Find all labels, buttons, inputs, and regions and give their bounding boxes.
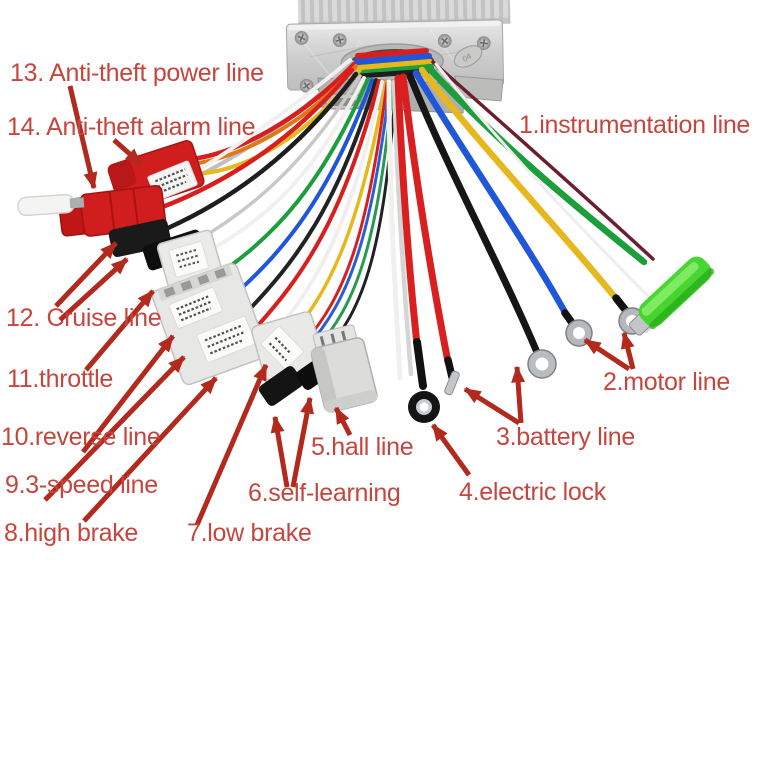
callout-7-low-brake: 7.low brake (187, 519, 312, 547)
callout-8-high-brake: 8.high brake (4, 519, 138, 547)
callout-14-anti-theft-alarm-line: 14. Anti-theft alarm line (7, 113, 256, 141)
callout-6-self-learning: 6.self-learning (248, 479, 401, 507)
callout-3-battery-line: 3.battery line (496, 423, 635, 451)
arrow-to-2a (583, 337, 631, 372)
callout-9-3-speed-line: 9.3-speed line (5, 471, 158, 499)
callout-10-reverse-line: 10.reverse line (1, 423, 161, 451)
arrow-to-2b (620, 331, 636, 370)
battery-red-blade-terminal (444, 370, 460, 396)
callout-2-motor-line: 2.motor line (603, 368, 731, 396)
arrow-to-4 (430, 423, 472, 477)
callout-13-anti-theft-power-line: 13. Anti-theft power line (10, 59, 264, 87)
arrow-to-3a (463, 386, 521, 426)
arrow-to-12b (58, 257, 129, 322)
motor-green-terminal (628, 256, 715, 336)
white-tab-connector (17, 193, 85, 217)
mid-white-connector (251, 311, 325, 381)
big-white-connector (151, 262, 269, 386)
wire-bundle-in-grommet (353, 48, 434, 79)
electric-lock-ring-terminal (408, 391, 440, 423)
arrow-to-5 (333, 406, 353, 437)
wire-fan (148, 58, 655, 390)
callout-4-electric-lock: 4.electric lock (459, 478, 606, 506)
battery-black-ring-terminal (527, 349, 557, 379)
arrow-to-14 (112, 138, 143, 166)
arrow-to-9 (43, 355, 186, 502)
hall-connector (310, 324, 378, 413)
arrow-to-12a (54, 241, 118, 308)
arrow-to-6a (270, 415, 290, 488)
callout-arrows (43, 85, 636, 526)
arrow-to-11 (84, 289, 155, 372)
callout-5-hall-line: 5.hall line (311, 433, 414, 461)
callout-11-throttle: 11.throttle (7, 365, 114, 393)
arrow-to-7 (194, 363, 269, 526)
arrow-to-13 (67, 85, 98, 190)
callout-12-cruise-line: 12. Cruise line (6, 304, 162, 332)
controller-stamp: 04 (453, 45, 483, 68)
arrow-to-6b (290, 396, 314, 488)
arrow-to-10 (81, 334, 175, 454)
callout-1-instrumentation-line: 1.instrumentation line (519, 111, 751, 139)
arrow-to-8 (82, 376, 218, 523)
arrow-to-3b (511, 365, 526, 424)
